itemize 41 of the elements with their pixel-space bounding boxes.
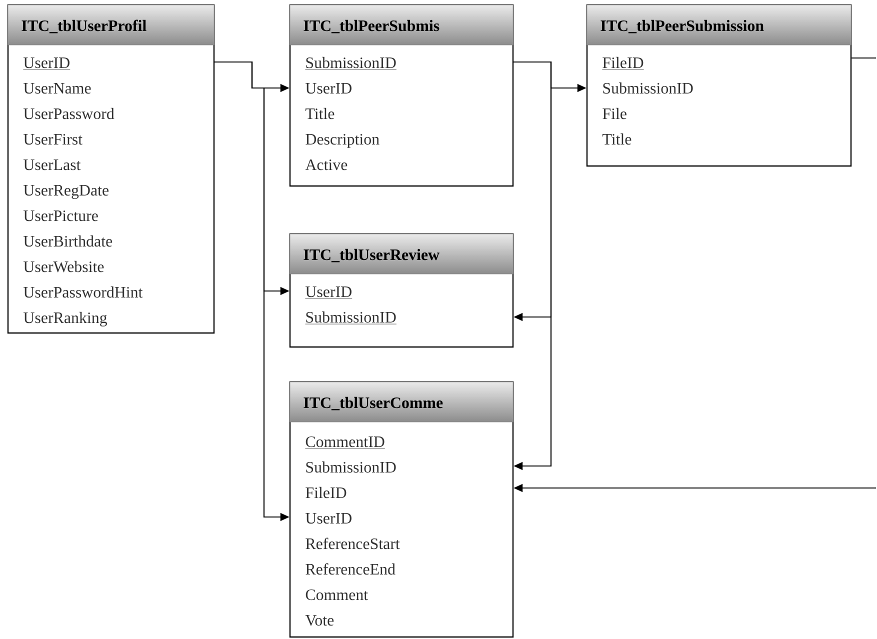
table-box	[7, 4, 215, 334]
table-header: ITC_tblUserProfil	[8, 4, 214, 46]
connector-arrow	[514, 61, 552, 470]
table-box	[289, 381, 514, 638]
table-header: ITC_tblUserReview	[290, 234, 514, 274]
field-name: UserFirst	[24, 134, 82, 145]
table-header: ITC_tblPeerSubmission	[586, 4, 852, 46]
field-name: UserRanking	[24, 312, 108, 326]
table-box	[289, 233, 514, 348]
field-name: UserID	[306, 513, 352, 524]
field-name: SubmissionID	[305, 56, 397, 70]
field-name: UserBirthdate	[24, 235, 112, 247]
field-name: SubmissionID	[306, 461, 396, 473]
field-name: UserID	[23, 58, 70, 70]
field-name: FileID	[306, 486, 346, 498]
field-name: ReferenceEnd	[306, 563, 396, 575]
field-name: UserLast	[24, 160, 81, 170]
field-name: UserPicture	[24, 210, 98, 222]
table-box	[586, 4, 852, 167]
field-name: Active	[305, 159, 348, 170]
field-name: Title	[305, 108, 334, 120]
field-name: Vote	[305, 615, 334, 626]
field-name: UserID	[305, 286, 352, 299]
table-box	[289, 4, 514, 187]
field-name: UserWebsite	[24, 260, 104, 272]
field-name: Title	[602, 133, 632, 145]
field-name: UserID	[306, 83, 352, 94]
field-name: Description	[306, 134, 380, 148]
field-name: UserPasswordHint	[24, 286, 143, 298]
field-name: File	[602, 108, 626, 120]
field-name: UserPassword	[24, 108, 114, 120]
field-name: FileID	[602, 56, 644, 70]
field-name: SubmissionID	[603, 82, 693, 94]
table-header: ITC_tblPeerSubmis	[290, 4, 514, 46]
field-name: SubmissionID	[305, 311, 397, 324]
field-name: ReferenceStart	[306, 538, 400, 550]
field-name: Comment	[306, 589, 368, 600]
table-header: ITC_tblUserComme	[290, 382, 514, 422]
field-name: CommentID	[305, 436, 386, 449]
field-name: UserName	[24, 83, 91, 94]
field-name: UserRegDate	[24, 185, 109, 199]
